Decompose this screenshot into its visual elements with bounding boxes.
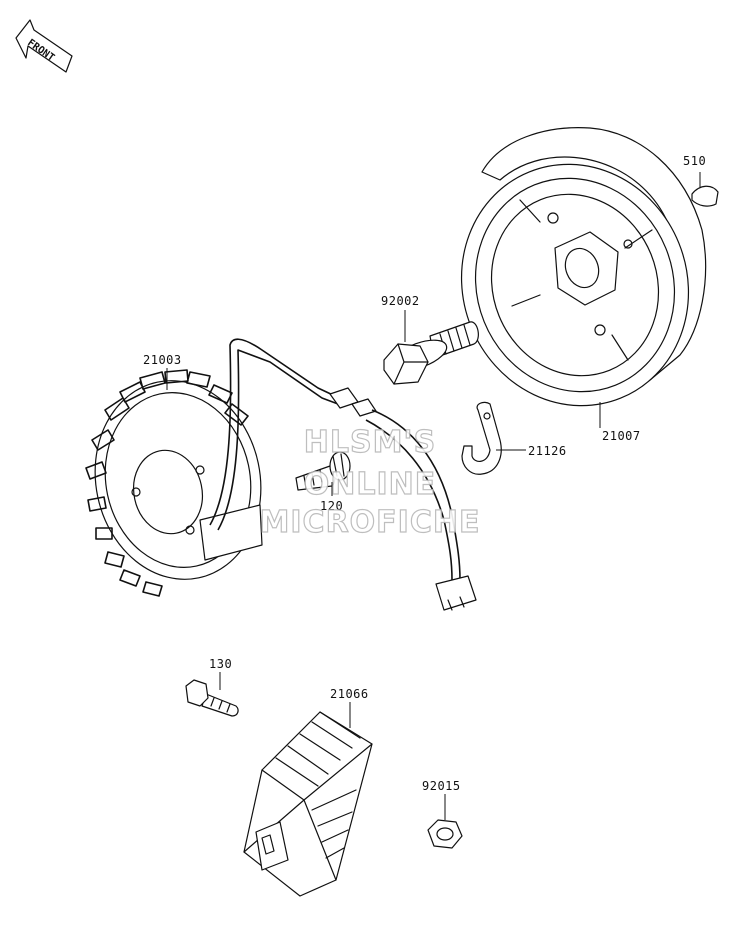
front-arrow-icon: FRONT — [15, 19, 73, 73]
part-label-92002: 92002 — [381, 294, 420, 308]
watermark-line-2: ONLINE — [304, 467, 437, 502]
nut-92015 — [427, 819, 463, 849]
cable-clamp-21126 — [461, 401, 502, 475]
part-label-21003: 21003 — [143, 353, 182, 367]
leader-lines — [166, 172, 701, 820]
flange-bolt-92002 — [383, 321, 479, 385]
part-label-510: 510 — [683, 154, 706, 168]
woodruff-key-icon — [691, 185, 719, 207]
watermark-line-3: MICROFICHE — [260, 505, 481, 540]
bolt-130 — [185, 679, 239, 717]
stator-coil — [85, 369, 263, 597]
part-number-labels: 510 92002 21003 21007 21126 120 130 2106… — [143, 154, 706, 793]
part-label-120: 120 — [320, 499, 343, 513]
part-label-21007: 21007 — [602, 429, 641, 443]
part-label-130: 130 — [209, 657, 232, 671]
watermark: HLSM'S ONLINE MICROFICHE — [259, 424, 481, 540]
watermark-line-1: HLSM'S — [304, 425, 436, 460]
flywheel-rotor — [460, 127, 707, 407]
part-label-92015: 92015 — [422, 779, 461, 793]
regulator-rectifier — [243, 711, 373, 897]
stator-wiring-harness — [209, 338, 477, 611]
part-label-21066: 21066 — [330, 687, 369, 701]
part-label-21126: 21126 — [528, 444, 567, 458]
